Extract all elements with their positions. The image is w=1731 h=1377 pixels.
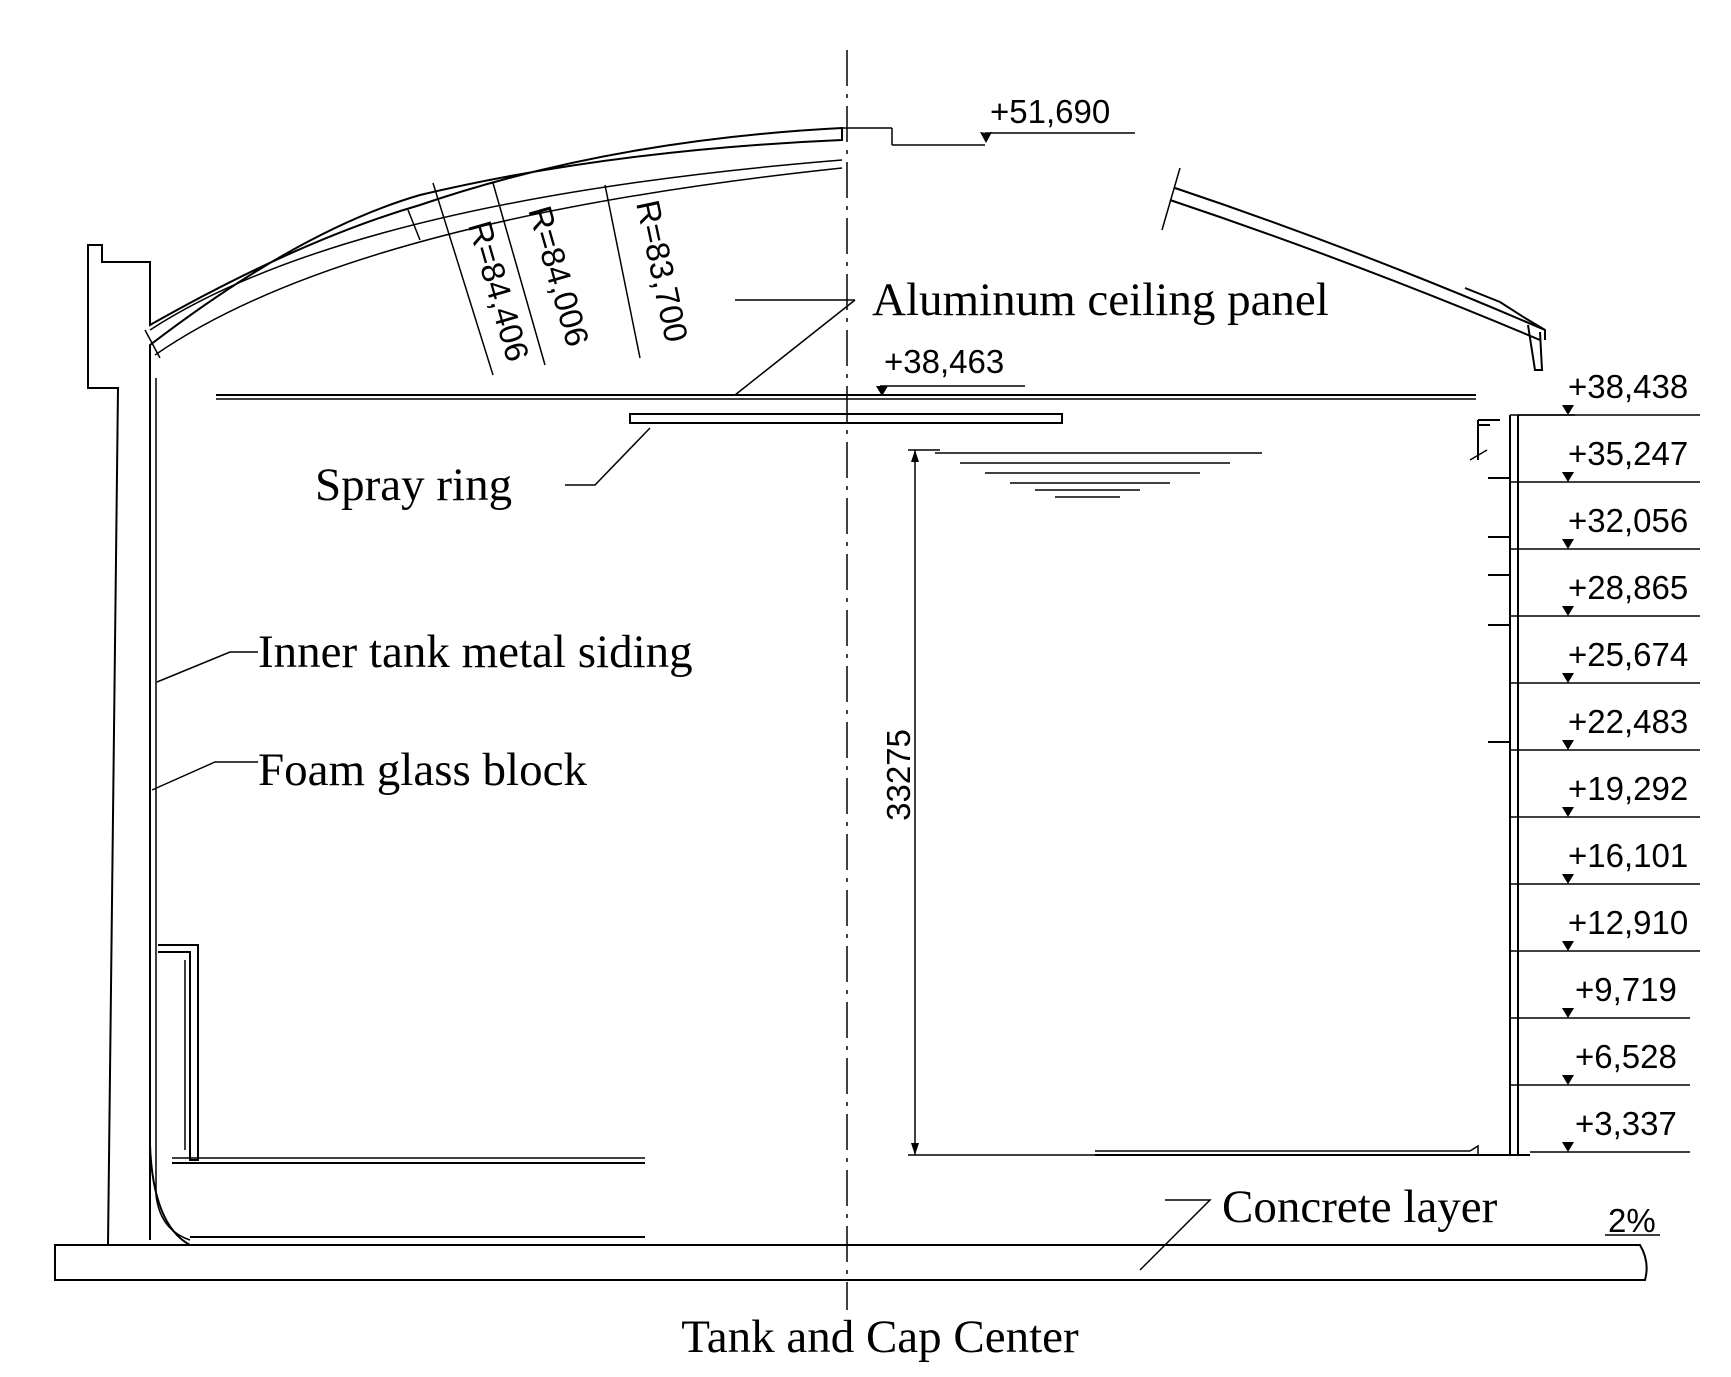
wall-stiffeners: [1488, 477, 1510, 743]
level-marker: +12,910: [1510, 904, 1700, 952]
height-dimension-text: 33275: [880, 729, 917, 821]
level-marker: +16,101: [1510, 837, 1700, 885]
level-text: +28,865: [1568, 569, 1688, 606]
level-text: +6,528: [1575, 1038, 1677, 1075]
left-bottom-frame: [158, 944, 645, 1238]
tank-and-cap-center-label: Tank and Cap Center: [681, 1311, 1079, 1363]
inner-tank-right-wall: [1095, 414, 1575, 1156]
level-marker: +35,247: [1510, 435, 1700, 483]
level-marker: +38,438: [1518, 368, 1700, 416]
level-text: +25,674: [1568, 636, 1688, 673]
spray-ring-label: Spray ring: [315, 459, 512, 511]
ceiling-panel: [216, 394, 1476, 400]
elevation-ceiling: +38,463: [876, 343, 1025, 396]
level-text: +9,719: [1575, 971, 1677, 1008]
concrete-layer-label: Concrete layer: [1222, 1181, 1498, 1233]
level-text: +32,056: [1568, 502, 1688, 539]
elevation-ceiling-text: +38,463: [884, 343, 1004, 380]
level-marker: +25,674: [1510, 636, 1700, 684]
leader-lines: [151, 299, 1660, 1271]
right-dome-fragment: [1161, 167, 1546, 371]
level-text: +12,910: [1568, 904, 1688, 941]
elevation-roof-top-text: +51,690: [990, 93, 1110, 130]
foam-glass-block-label: Foam glass block: [258, 744, 587, 796]
level-marker: +3,337: [1530, 1105, 1690, 1153]
inner-tank-metal-siding-label: Inner tank metal siding: [258, 626, 693, 678]
radius-dimensions: R=84,406 R=84,006 R=83,700: [407, 182, 695, 376]
level-marker: +28,865: [1510, 569, 1700, 617]
level-marker: +22,483: [1510, 703, 1700, 751]
spray-ring: [629, 413, 1063, 424]
inner-tank-left-wall: [149, 375, 191, 1241]
level-text: +19,292: [1568, 770, 1688, 807]
slope-label: 2%: [1608, 1202, 1656, 1239]
aluminum-ceiling-panel-label: Aluminum ceiling panel: [872, 274, 1329, 326]
level-text: +38,438: [1568, 368, 1688, 405]
level-marker: +19,292: [1510, 770, 1700, 818]
level-marker: +32,056: [1510, 502, 1700, 550]
level-marker: +6,528: [1510, 1038, 1690, 1086]
level-text: +35,247: [1568, 435, 1688, 472]
level-text: +22,483: [1568, 703, 1688, 740]
level-text: +3,337: [1575, 1105, 1677, 1142]
outer-concrete-wall: [87, 126, 843, 1246]
radius-middle-label: R=84,006: [521, 202, 596, 351]
radius-outer-label: R=84,406: [461, 217, 536, 366]
level-text: +16,101: [1568, 837, 1688, 874]
level-marker: +9,719: [1510, 971, 1690, 1019]
radius-inner-label: R=83,700: [629, 197, 695, 346]
elevation-ladder: +38,438 +35,247 +32,056 +28,865 +25,674 …: [1510, 368, 1700, 1153]
elevation-roof-top: +51,690: [842, 93, 1135, 146]
liquid-level-symbol: [935, 452, 1262, 498]
inner-roof-arcs: [144, 159, 843, 359]
height-dimension: 33275: [880, 449, 1095, 1156]
foundation-slab: [54, 1244, 1648, 1281]
